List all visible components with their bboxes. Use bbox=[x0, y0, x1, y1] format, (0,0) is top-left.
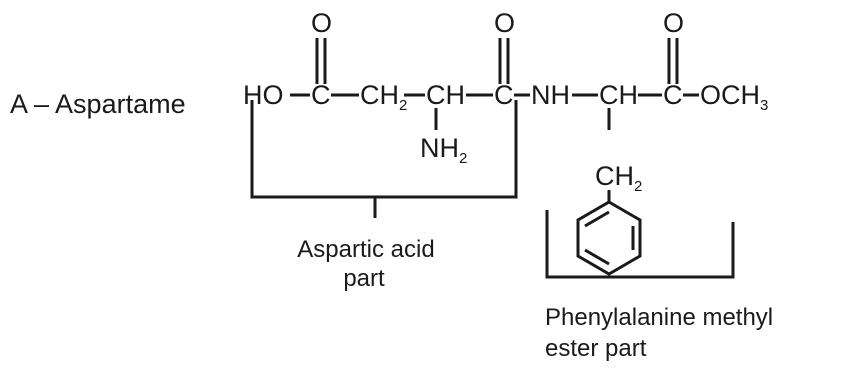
hydroxyl-group: HO bbox=[243, 80, 284, 110]
carbonyl-oxygen-3: O bbox=[663, 8, 684, 38]
aspartic-acid-label: Aspartic acid bbox=[297, 236, 434, 263]
methoxy-group: OCH3 bbox=[700, 80, 768, 114]
carbonyl-oxygen-2: O bbox=[494, 8, 515, 38]
aspartic-acid-bracket bbox=[250, 100, 518, 218]
amide-nh: NH bbox=[531, 80, 570, 110]
alpha-carbon-phenylalanine: CH bbox=[599, 80, 638, 110]
double-bond-1 bbox=[315, 38, 327, 84]
benzyl-methylene: CH2 bbox=[595, 161, 642, 195]
phenylalanine-label: Phenylalanine methyl bbox=[545, 304, 773, 331]
amine-group: NH2 bbox=[420, 133, 467, 167]
phenylalanine-bracket bbox=[545, 210, 735, 279]
phenylalanine-label-2: ester part bbox=[545, 335, 647, 362]
double-bond-3 bbox=[667, 38, 679, 84]
aspartic-acid-label-2: part bbox=[343, 265, 385, 292]
carbonyl-carbon-2: C bbox=[494, 80, 514, 110]
carbonyl-carbon-1: C bbox=[311, 80, 331, 110]
double-bond-2 bbox=[498, 38, 510, 84]
carbonyl-carbon-3: C bbox=[663, 80, 683, 110]
alpha-carbon-aspartic: CH bbox=[426, 80, 465, 110]
methylene-group: CH2 bbox=[360, 80, 407, 114]
carbonyl-oxygen-1: O bbox=[311, 8, 332, 38]
benzene-ring-icon bbox=[576, 200, 642, 276]
molecule-label: A – Aspartame bbox=[10, 89, 186, 119]
